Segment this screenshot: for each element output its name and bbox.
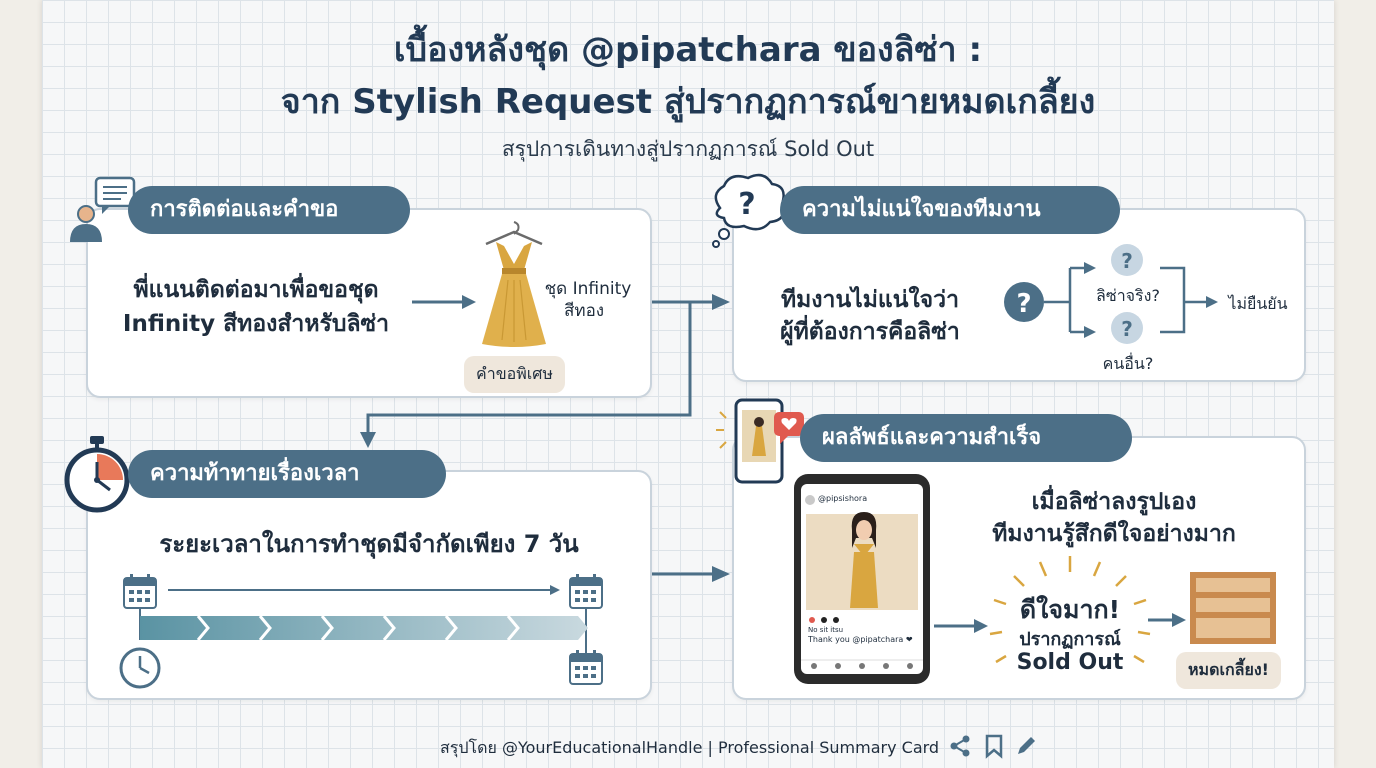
uncertainty-body-line-2: ผู้ที่ต้องการคือลิซ่า [780, 319, 960, 345]
svg-text:?: ? [1121, 317, 1133, 341]
edit-icon[interactable] [1014, 734, 1038, 758]
request-body-line-1: พี่แนนติดต่อมาเพื่อขอชุด [133, 277, 379, 303]
arrow-to-dress [412, 295, 476, 309]
post-caption-line-1: No sit itsu [808, 626, 844, 634]
footer-credit: สรุปโดย @YourEducationalHandle | Profess… [440, 738, 940, 757]
option-someone-else: คนอื่น? [1102, 354, 1154, 373]
phone-heart-icon [716, 398, 804, 484]
calendar-icon [123, 574, 157, 609]
uncertainty-heading: ความไม่แน่ใจของทีมงาน [780, 186, 1120, 234]
arrow-to-burst [934, 619, 988, 633]
uncertainty-body-line-1: ทีมงานไม่แน่ใจว่า [780, 287, 959, 313]
timeline [139, 585, 588, 656]
request-body-line-2: Infinity สีทองสำหรับลิซ่า [122, 311, 390, 337]
post-caption-line-2: Thank you @pipatchara ❤ [808, 635, 913, 644]
time-heading: ความท้าทายเรื่องเวลา [128, 450, 446, 498]
thought-question-icon: ? [712, 173, 785, 248]
bookmark-icon[interactable] [984, 734, 1004, 759]
share-icon[interactable] [948, 734, 972, 758]
svg-text:?: ? [1016, 289, 1031, 319]
option-real-lisa: ลิซ่าจริง? [1096, 286, 1160, 305]
chat-person-icon [70, 176, 136, 242]
unconfirmed-label: ไม่ยืนยัน [1228, 294, 1288, 313]
dress-label-line-1: ชุด Infinity [544, 279, 632, 299]
burst-line-3: Sold Out [1016, 650, 1124, 675]
decision-branch: ? ? ? [1004, 244, 1218, 344]
post-handle: @pipsishora [818, 494, 868, 503]
title-line-2: จาก Stylish Request สู่ปรากฏการณ์ขายหมดเ… [280, 82, 1096, 122]
success-body-line-2: ทีมงานรู้สึกดีใจอย่างมาก [992, 521, 1236, 547]
burst-line-2: ปรากฏการณ์ [1019, 629, 1121, 650]
success-body-line-1: เมื่อลิซ่าลงรูปเอง [1031, 489, 1197, 515]
success-heading: ผลลัพธ์และความสำเร็จ [800, 414, 1132, 462]
stopwatch-icon [64, 436, 130, 513]
subtitle: สรุปการเดินทางสู่ปรากฏการณ์ Sold Out [501, 137, 875, 161]
svg-text:?: ? [1121, 249, 1133, 273]
dress-icon [482, 221, 546, 347]
time-card [86, 470, 652, 700]
shelf-icon [1190, 572, 1276, 644]
dress-label-line-2: สีทอง [564, 301, 605, 321]
arrow-to-shelf [1148, 613, 1186, 627]
instagram-post-phone [794, 474, 930, 684]
time-body: ระยะเวลาในการทำชุดมีจำกัดเพียง 7 วัน [159, 530, 579, 558]
svg-text:?: ? [738, 187, 755, 222]
title-line-1: เบื้องหลังชุด @pipatchara ของลิซ่า : [393, 30, 983, 70]
calendar-icon [569, 650, 603, 685]
special-request-tag: คำขอพิเศษ [464, 356, 565, 393]
sold-out-tag: หมดเกลี้ยง! [1176, 652, 1281, 689]
calendar-icon [569, 574, 603, 609]
celebration-burst [989, 556, 1151, 664]
burst-line-1: ดีใจมาก! [1019, 595, 1121, 624]
clock-icon [119, 647, 161, 689]
request-heading: การติดต่อและคำขอ [128, 186, 410, 234]
